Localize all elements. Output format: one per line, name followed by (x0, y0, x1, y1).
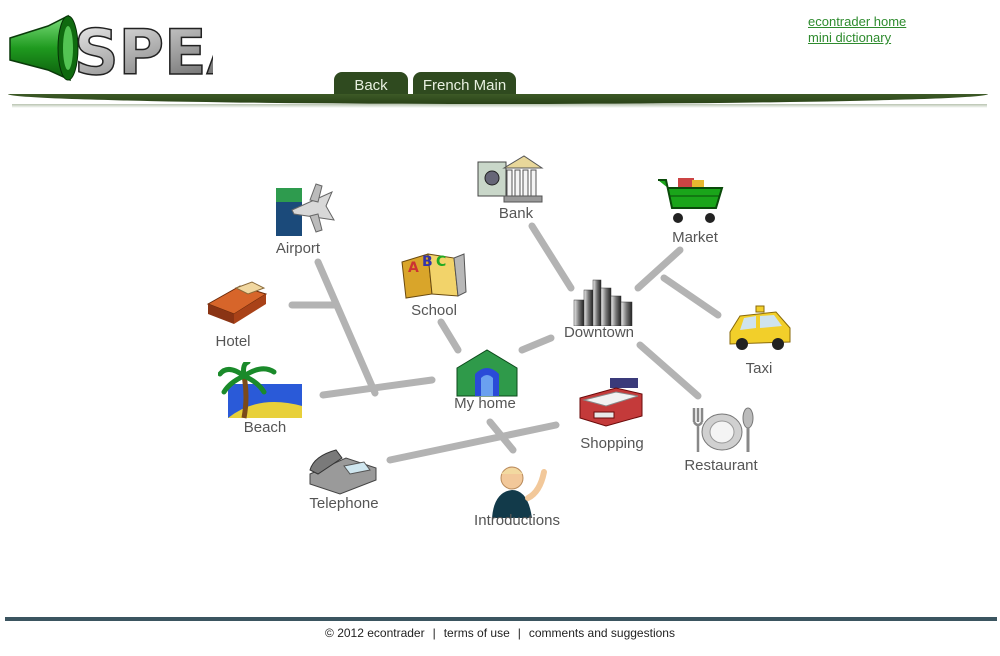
plate-cutlery-icon[interactable] (688, 404, 756, 454)
speak-logo: SPEAK (9, 14, 213, 88)
restaurant-label[interactable]: Restaurant (684, 457, 758, 474)
palm-tree-icon[interactable] (218, 362, 304, 420)
my-home-label[interactable]: My home (454, 395, 516, 412)
abc-blocks-icon[interactable]: A B C (398, 248, 468, 300)
connector-school (437, 318, 462, 354)
footer-separator: | (432, 626, 436, 640)
school-label[interactable]: School (411, 302, 457, 319)
city-skyline-icon[interactable] (572, 278, 634, 326)
shopping-cart-icon[interactable] (656, 176, 726, 226)
market-label[interactable]: Market (672, 229, 718, 246)
footer-separator: | (517, 626, 521, 640)
copyright-text: © 2012 econtrader (325, 626, 425, 640)
connector-taxi (660, 274, 722, 319)
connector-market (634, 246, 684, 292)
logo-text: SPEAK (74, 16, 213, 88)
mini-dictionary-link[interactable]: mini dictionary (808, 30, 892, 45)
hotel-label[interactable]: Hotel (215, 333, 251, 350)
bed-icon[interactable] (204, 280, 270, 328)
telephone-icon[interactable] (306, 444, 380, 496)
terms-of-use-link[interactable]: terms of use (443, 626, 510, 640)
beach-label[interactable]: Beach (243, 419, 287, 436)
connector-telephone (386, 421, 560, 464)
econtrader-home-link[interactable]: econtrader home (808, 14, 907, 29)
airport-label[interactable]: Airport (275, 240, 321, 257)
shopping-label[interactable]: Shopping (580, 435, 644, 452)
footer: © 2012 econtrader | terms of use | comments … (0, 626, 1000, 640)
waving-person-icon[interactable] (488, 462, 558, 518)
connector-restaurant (636, 341, 702, 400)
house-icon[interactable] (453, 348, 521, 398)
connector-bank (528, 222, 575, 292)
bank-icon[interactable] (476, 152, 544, 204)
telephone-label[interactable]: Telephone (309, 495, 379, 512)
footer-divider (5, 617, 997, 621)
header-bar (8, 94, 988, 104)
header-bar-shadow (12, 104, 987, 108)
connector-beach-home (319, 376, 436, 399)
tab-french-main[interactable]: French Main (413, 72, 516, 98)
taxi-icon[interactable] (726, 302, 794, 352)
comments-link[interactable]: comments and suggestions (528, 626, 675, 640)
connector-introductions (486, 418, 517, 454)
vocabulary-map: Airport Bank Market A B C School Hot (0, 110, 1000, 610)
downtown-label[interactable]: Downtown (563, 324, 635, 341)
introductions-label[interactable]: Introductions (474, 512, 560, 529)
taxi-label[interactable]: Taxi (745, 360, 773, 377)
tab-back[interactable]: Back (334, 72, 408, 98)
airplane-icon[interactable] (272, 180, 336, 238)
svg-text:B: B (422, 254, 433, 270)
connector-airport (314, 258, 379, 397)
connector-lines (288, 222, 722, 464)
cash-register-icon[interactable] (576, 376, 646, 428)
svg-text:C: C (436, 254, 446, 270)
bank-label[interactable]: Bank (498, 205, 534, 222)
svg-text:A: A (408, 260, 419, 276)
connector-downtown-home (518, 334, 555, 354)
